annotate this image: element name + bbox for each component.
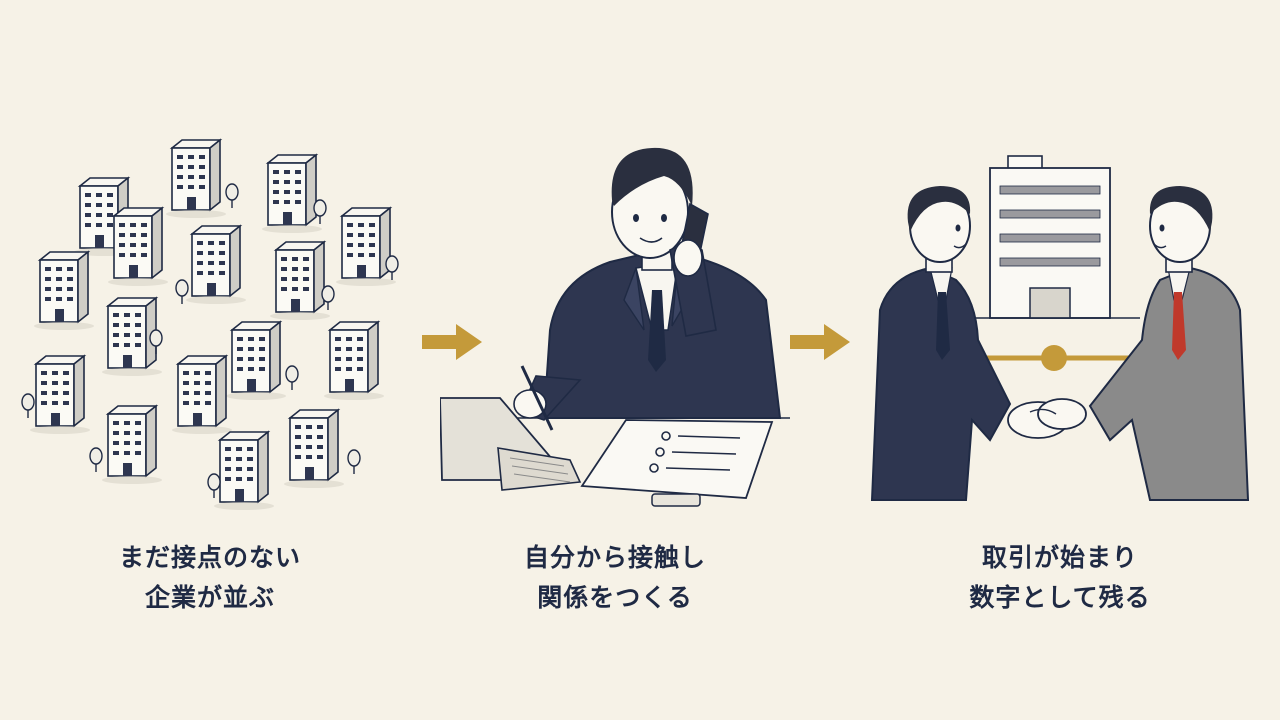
handshake-deal-illustration (870, 155, 1250, 501)
pen (520, 365, 554, 431)
step-3-panel: 取引が始まり 数字として残る (860, 0, 1260, 720)
step-3-caption-line-2: 数字として残る (969, 583, 1151, 612)
right-person-suit (1088, 266, 1250, 501)
tree-icon (385, 255, 399, 281)
step-1-panel: まだ接点のない 企業が並ぶ (0, 0, 420, 720)
tree-icon (89, 447, 103, 473)
step-2-panel: 自分から接触し 関係をつくる (440, 0, 790, 720)
building-icon (107, 207, 169, 287)
tree-icon (313, 199, 327, 225)
tree-icon (321, 285, 335, 311)
building-icon (213, 431, 275, 511)
building-icon (101, 405, 163, 485)
building-icon (171, 355, 233, 435)
connection-node (1041, 345, 1067, 371)
handshake-icon (1007, 398, 1087, 439)
salesperson-calling-illustration (440, 147, 790, 507)
building-icon (283, 409, 345, 489)
arrow-right-icon (790, 324, 850, 360)
step-1-caption-line-1: まだ接点のない (118, 543, 301, 572)
step-3-caption: 取引が始まり 数字として残る (860, 538, 1260, 618)
tree-icon (285, 365, 299, 391)
tree-icon (347, 449, 361, 475)
building-icon (225, 321, 287, 401)
left-person-suit (870, 266, 1012, 501)
building-icon (335, 207, 397, 287)
step-1-caption: まだ接点のない 企業が並ぶ (0, 538, 420, 618)
tree-icon (21, 393, 35, 419)
step-2-caption-line-2: 関係をつくる (537, 583, 693, 612)
red-tie (1172, 292, 1186, 360)
arrow-right-icon (422, 324, 482, 360)
company-buildings-illustration (21, 139, 399, 511)
tree-icon (207, 473, 221, 499)
building-icon (269, 241, 331, 321)
building-icon (165, 139, 227, 219)
step-2-caption: 自分から接触し 関係をつくる (440, 538, 790, 618)
office-building-icon (970, 155, 1140, 319)
building-icon (261, 154, 323, 234)
laptop-icon (440, 397, 582, 491)
tie (648, 290, 666, 372)
building-icon (323, 321, 385, 401)
step-3-caption-line-1: 取引が始まり (981, 543, 1138, 572)
building-icon (185, 225, 247, 305)
building-icon (29, 355, 91, 435)
step-2-caption-line-1: 自分から接触し (523, 543, 706, 572)
hair (611, 147, 693, 206)
building-icon (33, 251, 95, 331)
clipboard-icon (580, 419, 774, 507)
tree-icon (225, 183, 239, 209)
step-1-caption-line-2: 企業が並ぶ (144, 583, 275, 612)
